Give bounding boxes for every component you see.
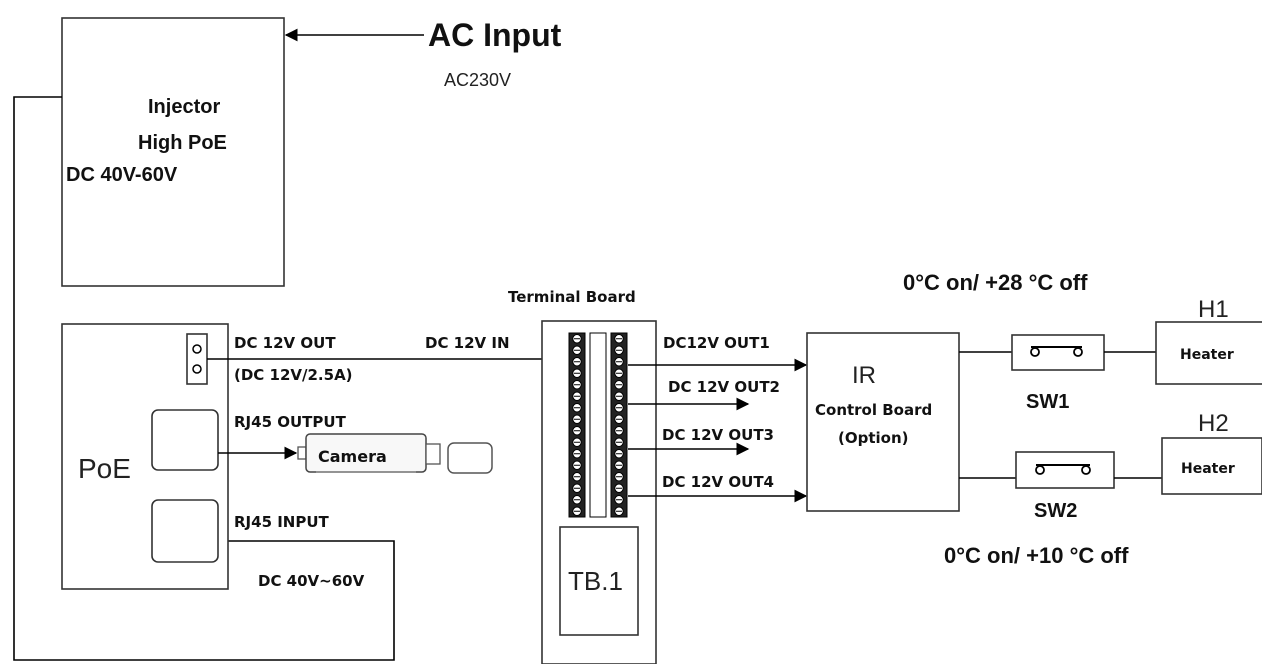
terminal-column bbox=[610, 332, 628, 518]
out2-label: DC 12V OUT2 bbox=[668, 378, 780, 396]
poe-dc-out-label: DC 12V OUT bbox=[234, 334, 336, 352]
injector-line1: Injector bbox=[148, 96, 220, 118]
h1-label: H1 bbox=[1198, 296, 1229, 323]
rj45-output-port bbox=[151, 409, 219, 471]
injector-line3: DC 40V-60V bbox=[66, 164, 178, 186]
terminal-board-title: Terminal Board bbox=[508, 288, 636, 306]
sw1-label: SW1 bbox=[1026, 391, 1069, 413]
control-board-box bbox=[806, 332, 960, 512]
control-board-line2: Control Board bbox=[815, 401, 932, 419]
rj45-output-label: RJ45 OUTPUT bbox=[234, 413, 347, 431]
poe-dc-input-label: DC 40V~60V bbox=[258, 572, 365, 590]
heater-2-box bbox=[1161, 437, 1262, 495]
heater-1-box bbox=[1155, 321, 1262, 385]
sw2-box bbox=[1015, 451, 1115, 489]
injector-line2: High PoE bbox=[138, 132, 227, 154]
control-board-line1: IR bbox=[852, 362, 876, 389]
sw2-label: SW2 bbox=[1034, 500, 1077, 522]
out1-label: DC12V OUT1 bbox=[663, 334, 770, 352]
camera-label: Camera bbox=[318, 447, 387, 466]
heater-2-label: Heater bbox=[1181, 461, 1235, 477]
sw1-setting: 0°C on/ +28 °C off bbox=[903, 270, 1088, 295]
injector-box bbox=[61, 17, 285, 287]
camera-icon bbox=[297, 433, 493, 474]
out4-label: DC 12V OUT4 bbox=[662, 473, 774, 491]
poe-label: PoE bbox=[78, 453, 131, 484]
ac-input-voltage: AC230V bbox=[444, 70, 511, 90]
sw2-switch-icon bbox=[1035, 464, 1091, 475]
dc-12v-in-label: DC 12V IN bbox=[425, 334, 510, 352]
sw1-box bbox=[1011, 334, 1105, 371]
sw2-setting: 0°C on/ +10 °C off bbox=[944, 543, 1129, 568]
h2-label: H2 bbox=[1198, 410, 1229, 437]
dc-connector-pin-1 bbox=[192, 344, 202, 354]
ac-input-title: AC Input bbox=[428, 17, 562, 53]
rj45-input-label: RJ45 INPUT bbox=[234, 513, 330, 531]
control-board-line3: (Option) bbox=[838, 429, 909, 447]
dc-connector bbox=[186, 333, 208, 385]
injector-feed-line bbox=[13, 96, 395, 661]
tb1-box bbox=[559, 526, 639, 636]
sw1-switch-icon bbox=[1030, 346, 1083, 357]
terminal-blocks bbox=[568, 332, 628, 518]
heater-1-label: Heater bbox=[1180, 347, 1234, 363]
terminal-column bbox=[568, 332, 586, 518]
dc-connector-pin-2 bbox=[192, 364, 202, 374]
poe-dc-out-rating: (DC 12V/2.5A) bbox=[234, 366, 353, 384]
out3-label: DC 12V OUT3 bbox=[662, 426, 774, 444]
rj45-input-port bbox=[151, 499, 219, 563]
terminal-column bbox=[589, 332, 607, 518]
tb1-label: TB.1 bbox=[568, 566, 623, 596]
